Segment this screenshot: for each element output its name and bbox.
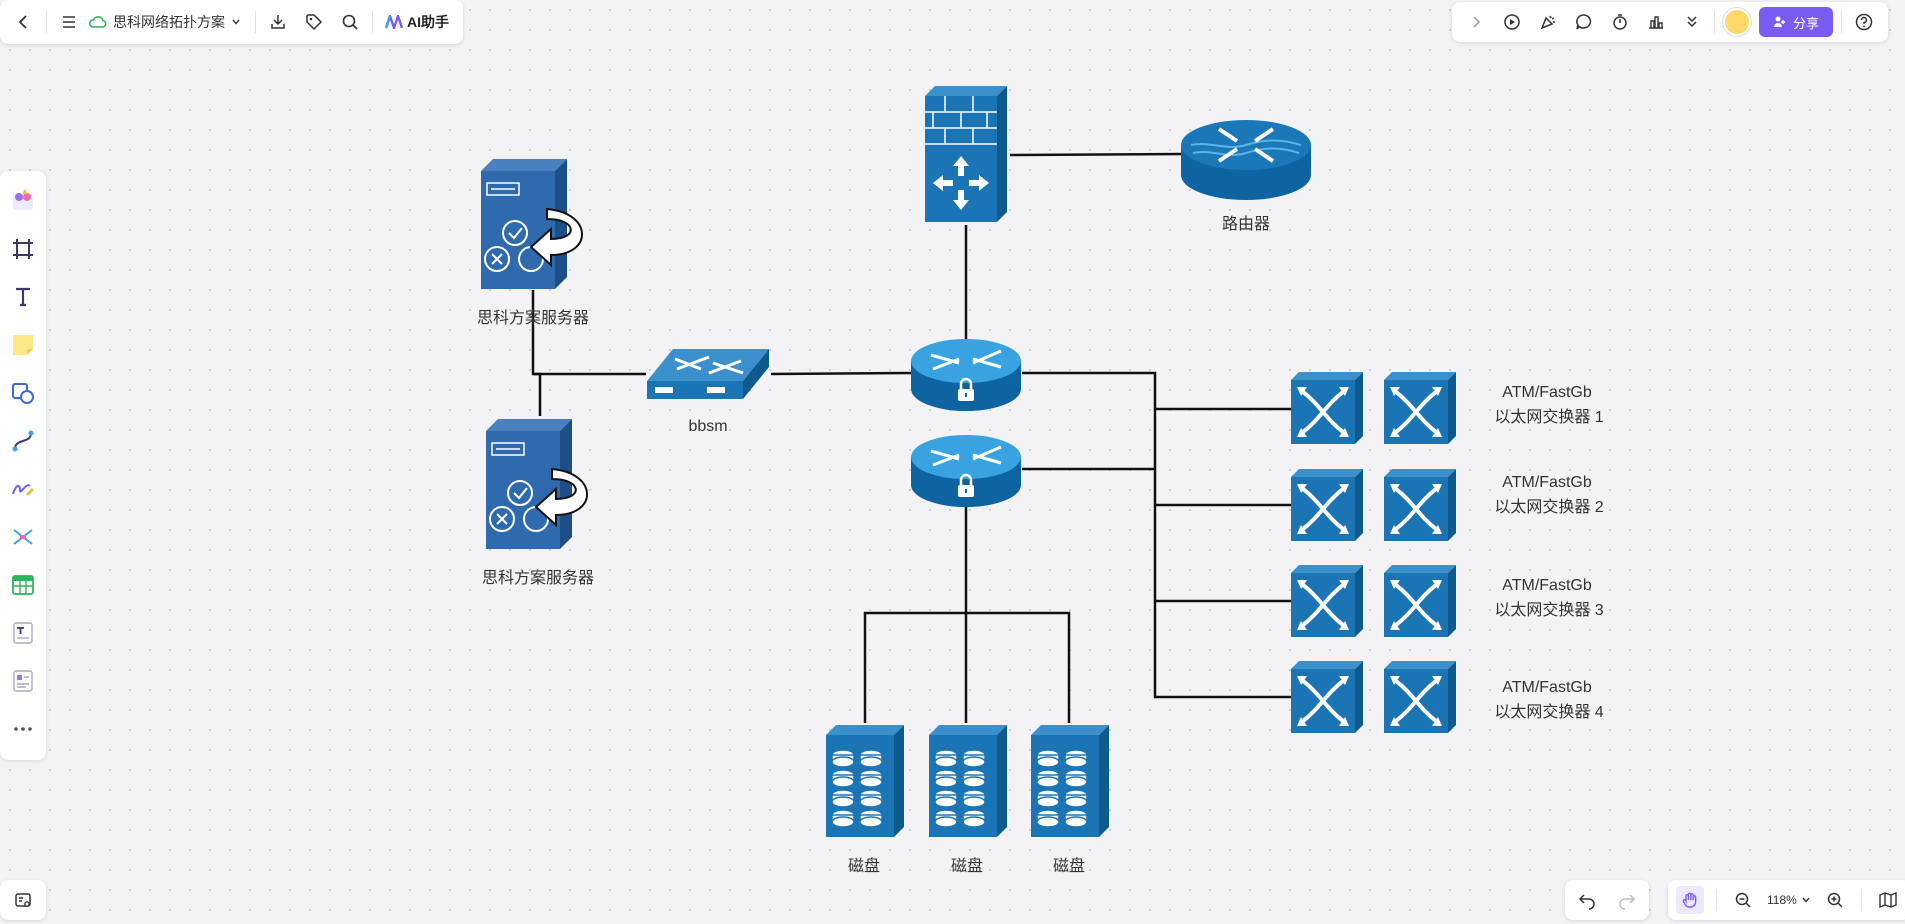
- vote-icon[interactable]: [1642, 8, 1670, 36]
- redo-icon[interactable]: [1613, 886, 1641, 914]
- more-double-chevron-icon[interactable]: [1678, 8, 1706, 36]
- atm-label-line1: ATM/FastGb: [1502, 679, 1592, 696]
- divider: [255, 11, 256, 33]
- atm-switch-icon[interactable]: [1289, 659, 1365, 735]
- atm-switch-row-3[interactable]: [1289, 563, 1458, 639]
- hand-tool-icon[interactable]: [1676, 886, 1704, 914]
- atm-switch-row-4[interactable]: [1289, 659, 1458, 735]
- card-tool-icon[interactable]: [0, 657, 46, 705]
- disk-label: 磁盘: [951, 856, 983, 875]
- atm-label-line1: ATM/FastGb: [1502, 577, 1592, 594]
- mindmap-tool-icon[interactable]: [0, 513, 46, 561]
- zoom-panel: 118%: [1668, 880, 1905, 920]
- zoom-level: 118%: [1767, 893, 1797, 907]
- share-button[interactable]: 分享: [1759, 7, 1834, 37]
- undo-redo-panel: [1565, 880, 1649, 920]
- atm-switch-icon[interactable]: [1382, 563, 1458, 639]
- divider: [372, 11, 373, 33]
- disk-label: 磁盘: [848, 856, 880, 875]
- present-play-icon[interactable]: [1498, 8, 1526, 36]
- disk-icon[interactable]: [1030, 724, 1110, 838]
- outline-panel-icon[interactable]: [9, 886, 37, 914]
- workgroup-switch-icon[interactable]: [647, 349, 769, 399]
- atm-switch-icon[interactable]: [1382, 467, 1458, 543]
- zoom-in-icon[interactable]: [1821, 886, 1849, 914]
- atm-label-line1: ATM/FastGb: [1502, 384, 1592, 401]
- tag-icon[interactable]: [300, 8, 328, 36]
- atm-switch-row-1[interactable]: [1289, 370, 1458, 446]
- server-icon-top[interactable]: [480, 158, 584, 290]
- firewall-icon[interactable]: [925, 86, 1007, 222]
- zoom-out-icon[interactable]: [1729, 886, 1757, 914]
- download-icon[interactable]: [264, 8, 292, 36]
- more-tools-icon[interactable]: [0, 705, 46, 753]
- connector-tool-icon[interactable]: [0, 417, 46, 465]
- shape-tool-icon[interactable]: [0, 369, 46, 417]
- user-avatar[interactable]: [1723, 8, 1751, 36]
- server-icon-bottom[interactable]: [485, 418, 589, 550]
- router-label: 路由器: [1222, 215, 1270, 233]
- timer-icon[interactable]: [1606, 8, 1634, 36]
- left-toolbar: [0, 171, 46, 760]
- atm-switch-icon[interactable]: [1289, 467, 1365, 543]
- atm-label-line1: ATM/FastGb: [1502, 474, 1592, 491]
- atm-switch-icon[interactable]: [1382, 659, 1458, 735]
- top-left-toolbar: 思科网络拓扑方案 AI助手: [0, 0, 463, 44]
- add-user-icon: [1774, 16, 1785, 27]
- map-view-icon[interactable]: [1874, 886, 1902, 914]
- switch-label: bbsm: [688, 418, 727, 435]
- template-icon[interactable]: [0, 177, 46, 225]
- disk-label: 磁盘: [1053, 856, 1085, 875]
- document-title-dropdown[interactable]: 思科网络拓扑方案: [83, 12, 247, 32]
- server-label-bottom: 思科方案服务器: [482, 569, 594, 587]
- celebrate-icon[interactable]: [1534, 8, 1562, 36]
- ai-assistant-button[interactable]: AI助手: [381, 12, 453, 32]
- table-tool-icon[interactable]: [0, 561, 46, 609]
- atm-switch-labels: ATM/FastGb 以太网交换器 1 ATM/FastGb 以太网交换器 2 …: [1494, 384, 1603, 721]
- text-tool-icon[interactable]: [0, 273, 46, 321]
- collapse-chevron-icon[interactable]: [1462, 8, 1490, 36]
- atm-switch-icon[interactable]: [1382, 370, 1458, 446]
- zoom-level-dropdown[interactable]: 118%: [1761, 893, 1817, 907]
- undo-icon[interactable]: [1573, 886, 1601, 914]
- bottom-left-panel: [0, 880, 46, 920]
- search-icon[interactable]: [336, 8, 364, 36]
- chevron-down-icon: [1802, 897, 1810, 903]
- divider: [1860, 889, 1862, 911]
- divider: [1714, 11, 1715, 33]
- atm-switch-icon[interactable]: [1289, 370, 1365, 446]
- ai-assistant-label: AI助手: [407, 14, 449, 30]
- pen-tool-icon[interactable]: [0, 465, 46, 513]
- frame-icon[interactable]: [0, 225, 46, 273]
- atm-label-line2: 以太网交换器 1: [1494, 408, 1603, 426]
- secure-router-icon-2[interactable]: [909, 433, 1023, 509]
- divider: [1841, 11, 1843, 33]
- document-title: 思科网络拓扑方案: [113, 14, 225, 30]
- top-right-toolbar: 分享: [1452, 2, 1889, 42]
- router-icon[interactable]: [1181, 120, 1311, 200]
- secure-router-icon-1[interactable]: [909, 337, 1023, 413]
- atm-label-line2: 以太网交换器 3: [1494, 601, 1603, 619]
- atm-label-line2: 以太网交换器 4: [1494, 703, 1603, 721]
- text-card-icon[interactable]: [0, 609, 46, 657]
- comment-icon[interactable]: [1570, 8, 1598, 36]
- disk-icon[interactable]: [825, 724, 905, 838]
- help-icon[interactable]: [1850, 8, 1878, 36]
- back-icon[interactable]: [10, 8, 38, 36]
- divider: [1716, 889, 1717, 911]
- disk-icon[interactable]: [928, 724, 1008, 838]
- share-label: 分享: [1793, 15, 1820, 31]
- ai-logo-icon: [385, 15, 403, 29]
- connection-lines: [531, 152, 1291, 723]
- divider: [46, 11, 47, 33]
- server-label-top: 思科方案服务器: [477, 309, 589, 327]
- menu-icon[interactable]: [55, 8, 83, 36]
- atm-label-line2: 以太网交换器 2: [1494, 498, 1603, 516]
- atm-switch-row-2[interactable]: [1289, 467, 1458, 543]
- chevron-down-icon: [232, 19, 240, 25]
- atm-switch-icon[interactable]: [1289, 563, 1365, 639]
- cloud-sync-icon: [89, 16, 107, 28]
- sticky-note-icon[interactable]: [0, 321, 46, 369]
